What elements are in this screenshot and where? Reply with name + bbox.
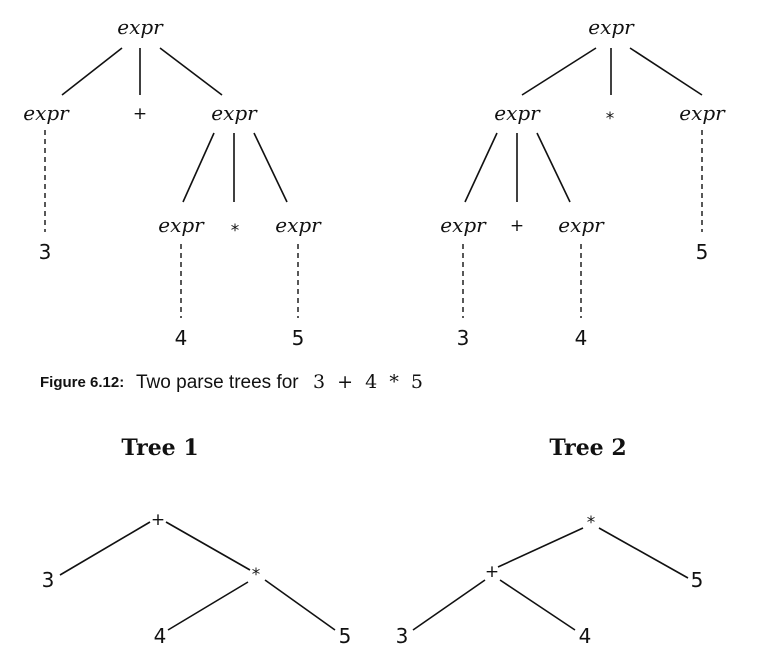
edge [167, 581, 249, 631]
node-expr: expr [211, 101, 258, 125]
leaf-5: 5 [292, 326, 305, 350]
edge [264, 579, 336, 631]
edge [61, 47, 123, 96]
tree-title: Tree 1 [121, 435, 198, 461]
edge [499, 579, 576, 631]
node-expr: expr [275, 213, 322, 237]
edge [165, 521, 251, 571]
tree-title: Tree 2 [549, 435, 626, 461]
node-expr: expr [440, 213, 487, 237]
leaf-3: 3 [396, 624, 409, 648]
node-plus: + [485, 562, 499, 582]
node-plus: + [133, 104, 147, 124]
node-expr: expr [679, 101, 726, 125]
edge [253, 132, 288, 203]
edge [182, 132, 215, 203]
leaf-4: 4 [579, 624, 592, 648]
leaf-5: 5 [339, 624, 352, 648]
edge [159, 47, 223, 96]
edge [598, 527, 689, 579]
node-expr: expr [158, 213, 205, 237]
node-expr: expr [23, 101, 70, 125]
leaf-3: 3 [39, 240, 52, 264]
syntax-tree-2: Tree 2 * + 5 3 4 [396, 435, 704, 648]
node-plus: + [510, 216, 524, 236]
leaf-5: 5 [691, 568, 704, 592]
edge [536, 132, 571, 203]
leaf-3: 3 [457, 326, 470, 350]
leaf-4: 4 [575, 326, 588, 350]
node-expr: expr [494, 101, 541, 125]
node-expr: expr [558, 213, 605, 237]
node-plus: + [151, 510, 165, 530]
caption-expression: 3 + 4 * 5 [313, 371, 423, 393]
parse-tree-right: expr expr * expr expr + expr 5 3 4 [440, 15, 726, 350]
edge [629, 47, 703, 96]
parse-tree-left: expr expr + expr 3 expr * expr 4 5 [23, 15, 322, 350]
edge [412, 579, 486, 631]
edge [59, 521, 151, 576]
edge [464, 132, 498, 203]
node-star: * [587, 513, 596, 533]
node-star: * [231, 221, 240, 241]
node-expr-root: expr [117, 15, 164, 39]
syntax-tree-1: Tree 1 + 3 * 4 5 [42, 435, 352, 648]
node-star: * [606, 109, 615, 129]
edge [521, 47, 597, 96]
leaf-4: 4 [175, 326, 188, 350]
caption-label: Figure 6.12: [40, 374, 124, 391]
leaf-5: 5 [696, 240, 709, 264]
node-star: * [252, 565, 261, 585]
edge [497, 527, 584, 568]
node-expr-root: expr [588, 15, 635, 39]
leaf-3: 3 [42, 568, 55, 592]
leaf-4: 4 [154, 624, 167, 648]
figure-caption: Figure 6.12: Two parse trees for 3 + 4 *… [40, 371, 423, 393]
caption-text: Two parse trees for [136, 372, 299, 393]
